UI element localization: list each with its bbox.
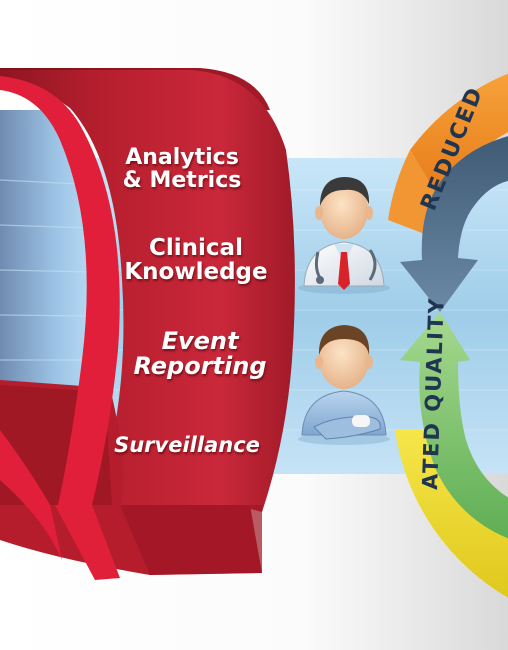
surveillance-line: Surveillance (114, 433, 260, 457)
blue-arrow (400, 136, 508, 312)
capability-event-reporting: Event Reporting (110, 327, 290, 381)
clinical-line1: Clinical (149, 235, 243, 261)
analytics-line2: & Metrics (122, 168, 242, 194)
q-curve-accent (0, 76, 120, 580)
event-line2: Reporting (133, 352, 267, 381)
capability-clinical-knowledge: Clinical Knowledge (96, 236, 296, 284)
outcome-ring: REDUCED ATED QUALITY (388, 73, 508, 598)
drum-interior (0, 110, 96, 470)
analytics-line1: Analytics (125, 145, 239, 170)
capability-surveillance: Surveillance (92, 434, 282, 456)
doctor-icon (298, 177, 390, 294)
clinical-line2: Knowledge (124, 259, 268, 286)
capability-analytics-metrics: Analytics & Metrics (92, 146, 272, 192)
patient-icon (298, 325, 390, 445)
event-line1: Event (161, 327, 239, 355)
green-arrow (400, 312, 508, 539)
